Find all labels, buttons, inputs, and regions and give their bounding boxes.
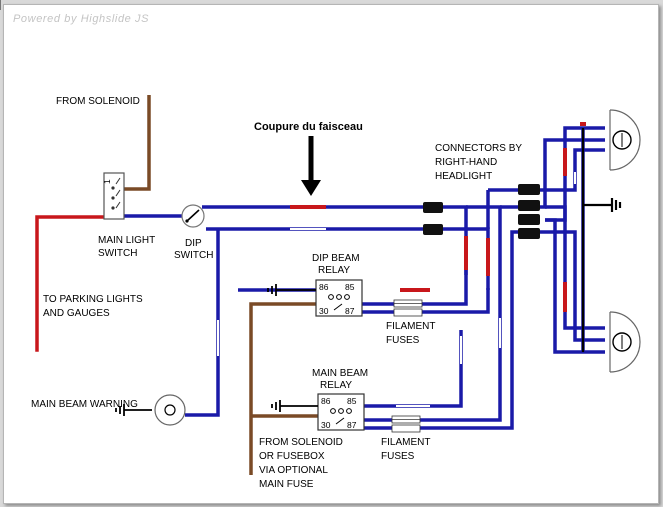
main-beam-warning-label: MAIN BEAM WARNING — [31, 399, 138, 410]
connectors-label-3: HEADLIGHT — [435, 171, 492, 182]
connectors-label-2: RIGHT-HAND — [435, 157, 497, 168]
callout-label: Coupure du faisceau — [254, 121, 363, 133]
main-light-switch-label-1: MAIN LIGHT — [98, 235, 155, 246]
dip-beam-relay: 86 85 30 87 — [315, 279, 363, 317]
main-beam-relay-label-2: RELAY — [320, 380, 352, 391]
dip-beam-relay-label-2: RELAY — [318, 265, 350, 276]
callout-arrow — [301, 136, 321, 196]
svg-text:1: 1 — [102, 179, 112, 184]
filament-fuses-main-label-1: FILAMENT — [381, 437, 430, 448]
headlight-top — [609, 109, 641, 171]
dip-switch-label-1: DIP — [185, 238, 202, 249]
svg-text:85: 85 — [345, 282, 355, 292]
svg-text:86: 86 — [321, 396, 331, 406]
filament-fuses-dip — [393, 299, 423, 317]
from-solenoid-label: FROM SOLENOID — [56, 96, 140, 107]
powered-by-label[interactable]: Powered by Highslide JS — [13, 13, 150, 25]
connectors-label-1: CONNECTORS BY — [435, 143, 522, 154]
filament-fuses-main — [391, 415, 421, 433]
dip-beam-relay-label-1: DIP BEAM — [312, 253, 360, 264]
filament-fuses-dip-label-1: FILAMENT — [386, 321, 435, 332]
from-solenoid-fusebox-label-4: MAIN FUSE — [259, 479, 314, 490]
svg-text:85: 85 — [347, 396, 357, 406]
svg-text:87: 87 — [347, 420, 357, 430]
svg-text:87: 87 — [345, 306, 355, 316]
svg-text:86: 86 — [319, 282, 329, 292]
ground-bar — [581, 128, 622, 352]
filament-fuses-dip-label-2: FUSES — [386, 335, 420, 346]
main-beam-warning-lamp — [154, 394, 186, 426]
brown-solenoid-feed — [122, 95, 320, 475]
main-beam-relay-label-1: MAIN BEAM — [312, 368, 368, 379]
filament-fuses-main-label-2: FUSES — [381, 451, 415, 462]
main-beam-relay: 86 85 30 87 — [317, 393, 365, 431]
dip-switch-label-2: SWITCH — [174, 250, 213, 261]
from-solenoid-fusebox-label-2: OR FUSEBOX — [259, 451, 325, 462]
svg-text:30: 30 — [321, 420, 331, 430]
red-tracer-segments — [290, 122, 586, 312]
parking-lights-label-1: TO PARKING LIGHTS — [43, 294, 143, 305]
from-solenoid-fusebox-label-3: VIA OPTIONAL — [259, 465, 328, 476]
headlight-bottom — [609, 311, 641, 373]
white-tracer-segments — [217, 172, 576, 407]
main-light-switch-label-2: SWITCH — [98, 248, 137, 259]
from-solenoid-fusebox-label-1: FROM SOLENOID — [259, 437, 343, 448]
relay-ground-symbols — [115, 284, 318, 416]
svg-text:30: 30 — [319, 306, 329, 316]
window-corner-marker — [0, 0, 5, 10]
main-light-switch: 1 — [102, 172, 125, 220]
inline-connectors — [423, 184, 540, 239]
dip-switch — [181, 204, 205, 228]
blue-wiring — [124, 126, 605, 430]
parking-lights-label-2: AND GAUGES — [43, 308, 110, 319]
red-parking-feed — [35, 215, 110, 352]
